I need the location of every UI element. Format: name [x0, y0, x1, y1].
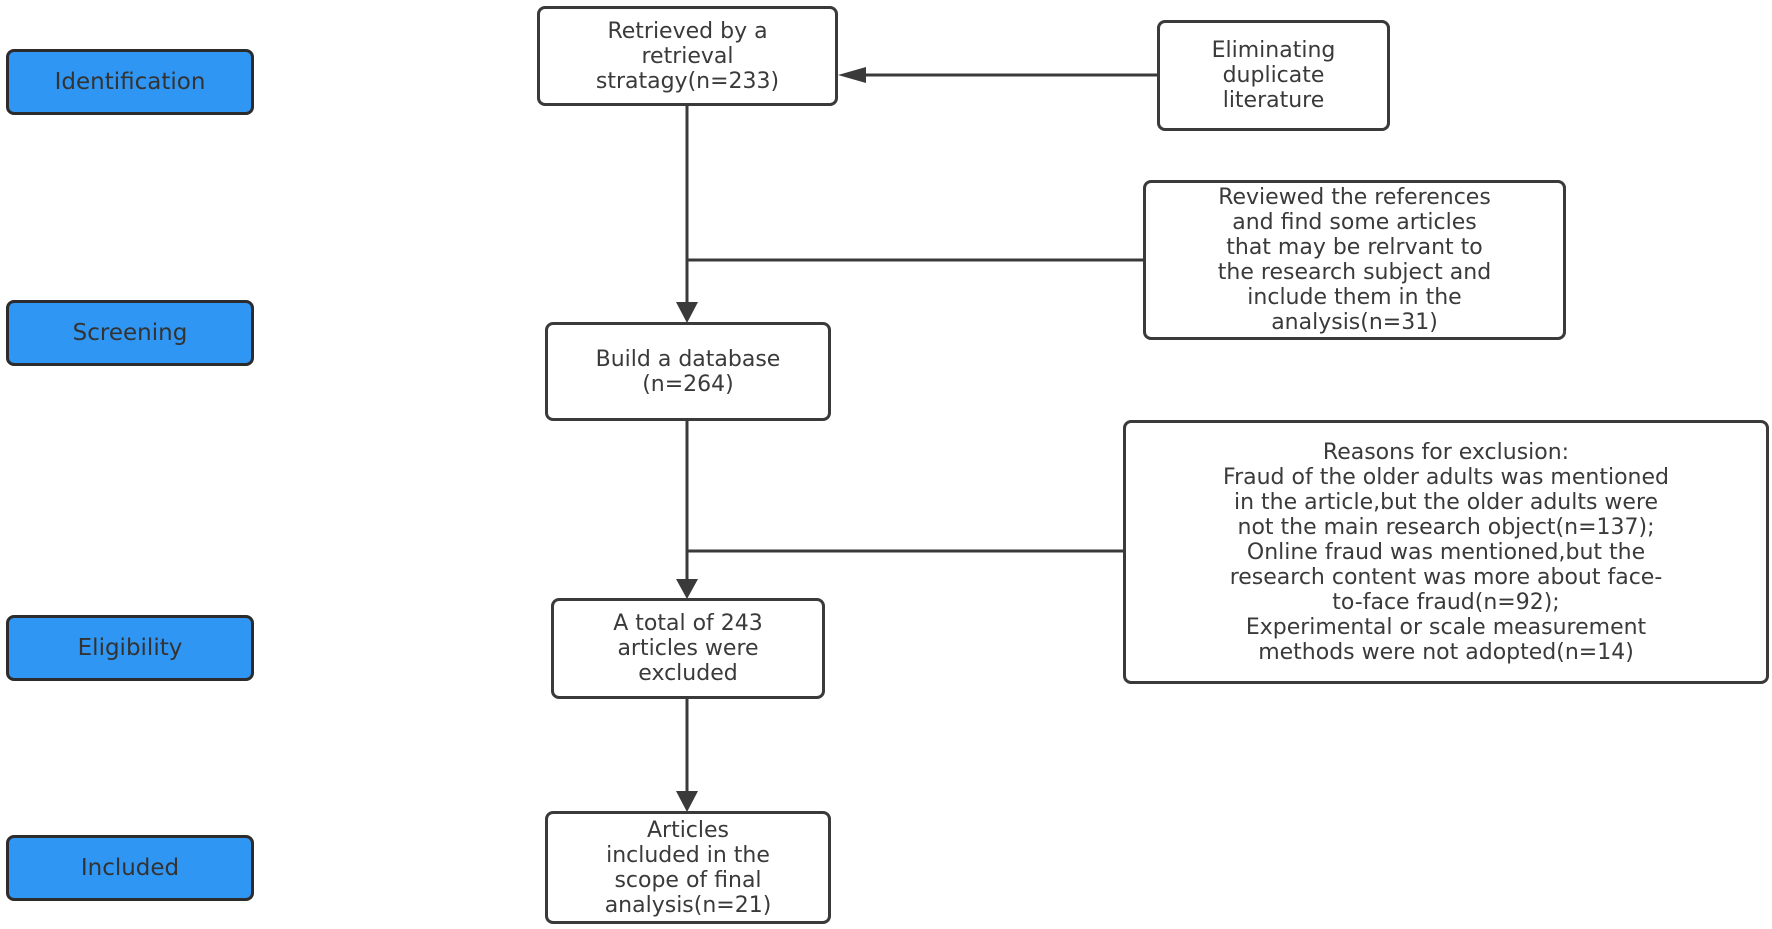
reviewed-line-4: the research subject and [1217, 260, 1492, 285]
arrowhead-to-excluded [676, 579, 698, 599]
reasons-line-6: research content was more about face- [1229, 564, 1663, 590]
reviewed-line-5: include them in the [1247, 285, 1462, 310]
eliminating-line-1: Eliminating [1211, 38, 1336, 63]
included-box: Articles included in the scope of final … [545, 811, 831, 924]
excluded-line-3: excluded [638, 661, 738, 686]
reasons-line-5: Online fraud was mentioned,but the [1246, 539, 1646, 565]
reviewed-line-2: and find some articles [1232, 210, 1477, 235]
eliminating-box: Eliminating duplicate literature [1157, 20, 1390, 131]
stage-screening-label: Screening [72, 320, 188, 346]
included-line-3: scope of final [614, 867, 762, 893]
reasons-line-3: in the article,but the older adults were [1233, 489, 1659, 515]
retrieved-box: Retrieved by a retrieval stratagy(n=233) [537, 6, 838, 106]
reasons-line-7: to-face fraud(n=92); [1332, 589, 1560, 615]
stage-eligibility-label: Eligibility [77, 635, 183, 661]
arrowhead-to-included [676, 791, 698, 812]
included-line-2: included in the [606, 842, 770, 868]
reasons-box: Reasons for exclusion: Fraud of the olde… [1123, 420, 1769, 684]
retrieved-line-1: Retrieved by a [607, 18, 768, 44]
stage-screening: Screening [6, 300, 254, 366]
stage-eligibility: Eligibility [6, 615, 254, 681]
stage-included-label: Included [80, 855, 180, 881]
retrieved-line-2: retrieval [641, 43, 734, 69]
reviewed-line-6: analysis(n=31) [1271, 310, 1438, 335]
arrowhead-to-retrieved [838, 67, 866, 83]
reasons-line-4: not the main research object(n=137); [1237, 514, 1655, 540]
reasons-line-8: Experimental or scale measurement [1245, 614, 1647, 640]
excluded-box: A total of 243 articles were excluded [551, 598, 825, 699]
stage-included: Included [6, 835, 254, 901]
reviewed-box: Reviewed the references and find some ar… [1143, 180, 1566, 340]
reasons-line-1: Reasons for exclusion: [1322, 439, 1570, 465]
included-line-1: Articles [646, 817, 730, 843]
excluded-line-2: articles were [617, 636, 759, 661]
stage-identification: Identification [6, 49, 254, 115]
stage-identification-label: Identification [54, 69, 206, 95]
database-line-1: Build a database [595, 346, 781, 372]
eliminating-line-3: literature [1222, 88, 1325, 113]
included-line-4: analysis(n=21) [604, 892, 772, 918]
arrowhead-to-database [676, 302, 698, 323]
database-line-2: (n=264) [642, 371, 734, 397]
excluded-line-1: A total of 243 [613, 611, 763, 636]
reviewed-line-1: Reviewed the references [1218, 185, 1491, 210]
reasons-line-9: methods were not adopted(n=14) [1258, 639, 1634, 665]
database-box: Build a database (n=264) [545, 322, 831, 421]
reviewed-line-3: that may be relrvant to [1226, 235, 1483, 260]
reasons-line-2: Fraud of the older adults was mentioned [1223, 464, 1669, 490]
retrieved-line-3: stratagy(n=233) [595, 68, 780, 94]
eliminating-line-2: duplicate [1222, 63, 1325, 88]
